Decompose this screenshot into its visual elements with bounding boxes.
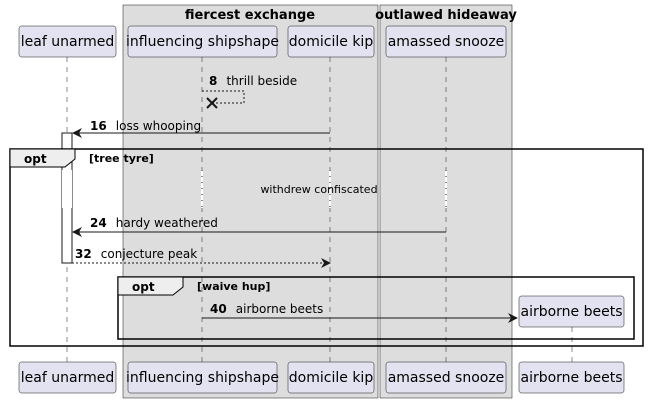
participant-influencing-shipshape-top[interactable]: influencing shipshape bbox=[126, 25, 279, 58]
destroy-icon bbox=[206, 97, 218, 109]
opt-frame-tree-tyre: opt [tree tyre] bbox=[9, 148, 644, 347]
participant-label: domicile kip bbox=[289, 34, 374, 50]
box-title: outlawed hideaway bbox=[375, 8, 517, 23]
participant-label: leaf unarmed bbox=[21, 370, 114, 386]
message-number: 32 bbox=[75, 247, 92, 261]
message-text: loss whooping bbox=[116, 119, 201, 133]
frame-guard: [waive hup] bbox=[197, 280, 270, 293]
participant-leaf-unarmed-top[interactable]: leaf unarmed bbox=[18, 25, 117, 58]
message-loss-whooping: 16 loss whooping bbox=[72, 115, 330, 138]
box-title: fiercest exchange bbox=[185, 8, 315, 23]
message-conjecture-peak: 32 conjecture peak bbox=[72, 243, 331, 268]
participant-domicile-kip-bottom[interactable]: domicile kip bbox=[287, 361, 375, 394]
message-number: 24 bbox=[90, 216, 107, 230]
participant-label: airborne beets bbox=[520, 370, 622, 386]
box-fiercest-exchange: fiercest exchange bbox=[122, 4, 379, 399]
message-thrill-beside: 8 thrill beside bbox=[202, 70, 297, 109]
participant-label: amassed snooze bbox=[388, 370, 505, 386]
participant-domicile-kip-top[interactable]: domicile kip bbox=[287, 25, 375, 58]
message-text: conjecture peak bbox=[101, 247, 197, 261]
message-text: hardy weathered bbox=[116, 216, 218, 230]
divider-text: withdrew confiscated bbox=[260, 183, 377, 196]
participant-airborne-beets-created[interactable]: airborne beets bbox=[518, 295, 625, 328]
frame-keyword: opt bbox=[24, 152, 47, 166]
message-label: 32 conjecture peak bbox=[75, 243, 197, 262]
participant-influencing-shipshape-bottom[interactable]: influencing shipshape bbox=[126, 361, 279, 394]
message-number: 40 bbox=[210, 302, 227, 316]
message-text: thrill beside bbox=[226, 74, 297, 88]
message-number: 8 bbox=[209, 74, 217, 88]
frame-keyword: opt bbox=[132, 280, 155, 294]
message-number: 16 bbox=[90, 119, 107, 133]
message-text: airborne beets bbox=[236, 302, 323, 316]
message-label: 24 hardy weathered bbox=[90, 212, 218, 231]
participant-amassed-snooze-top[interactable]: amassed snooze bbox=[385, 25, 507, 58]
participant-amassed-snooze-bottom[interactable]: amassed snooze bbox=[385, 361, 507, 394]
participant-label: domicile kip bbox=[289, 370, 374, 386]
frame-guard: [tree tyre] bbox=[89, 152, 154, 165]
delay-divider: withdrew confiscated bbox=[62, 170, 447, 208]
participant-label: influencing shipshape bbox=[126, 34, 279, 50]
message-hardy-weathered: 24 hardy weathered bbox=[72, 212, 446, 237]
message-label: 40 airborne beets bbox=[210, 298, 323, 317]
participant-label: leaf unarmed bbox=[21, 34, 114, 50]
participant-leaf-unarmed-bottom[interactable]: leaf unarmed bbox=[18, 361, 117, 394]
participant-label: influencing shipshape bbox=[126, 370, 279, 386]
message-label: 8 thrill beside bbox=[209, 70, 297, 89]
message-airborne-beets: 40 airborne beets bbox=[202, 298, 518, 323]
opt-frame-waive-hup: opt [waive hup] bbox=[117, 276, 635, 340]
participant-label: airborne beets bbox=[520, 304, 622, 320]
message-label: 16 loss whooping bbox=[90, 115, 201, 134]
participant-airborne-beets-bottom[interactable]: airborne beets bbox=[518, 361, 625, 394]
participant-label: amassed snooze bbox=[388, 34, 505, 50]
